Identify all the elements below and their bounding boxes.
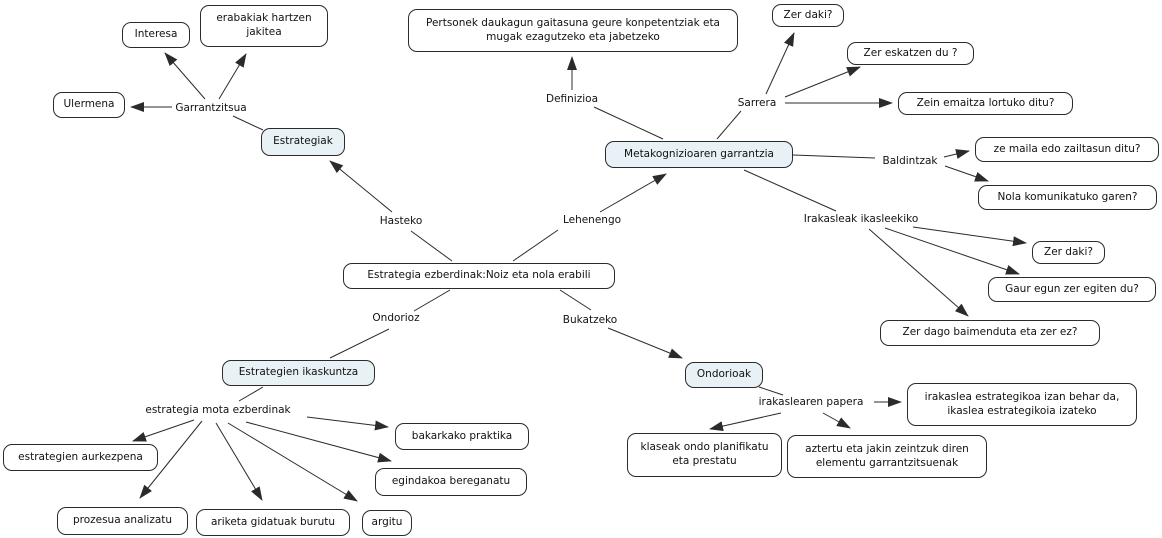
connector-arrow [227,422,358,502]
concept-node-label: aztertu eta jakin zeintzuk diren element… [805,442,969,469]
concept-node-ariketa-gidatuak[interactable]: ariketa gidatuak burutu [196,509,350,536]
concept-node-label: Estrategia ezberdinak:Noiz eta nola erab… [367,269,591,282]
concept-node-label: irakaslea estrategikoa izan behar da, ik… [924,390,1120,417]
connector-arrow [218,53,247,100]
concept-node-estrategiak[interactable]: Estrategiak [261,128,345,156]
concept-node-label: Gaur egun zer egiten du? [1005,282,1139,295]
concept-node-label: Zer eskatzen du ? [863,46,958,59]
concept-node-gaur-egun[interactable]: Gaur egun zer egiten du? [988,277,1156,302]
concept-node-label: prozesua analizatu [72,514,173,527]
concept-node-interesa[interactable]: Interesa [122,22,190,48]
connector-lines [130,32,1027,502]
concept-node-estrategia-ezberdinak[interactable]: Estrategia ezberdinak:Noiz eta nola erab… [343,263,615,289]
concept-node-metakognizioaren-garrantzia[interactable]: Metakognizioaren garrantzia [605,141,793,168]
linking-phrase-ondorioz[interactable]: Ondorioz [372,312,420,324]
connector-line [512,229,559,262]
linking-phrase-baldintzak[interactable]: Baldintzak [882,155,938,167]
concept-node-nola-komunikatuko[interactable]: Nola komunikatuko garen? [978,185,1157,210]
concept-node-label: Zein emaitza lortuko ditu? [916,96,1055,109]
linking-phrase-irakasleak-ikasleekiko[interactable]: Irakasleak ikasleekiko [803,213,919,225]
linking-phrase-irakaslearen-papera[interactable]: irakaslearen papera [758,396,864,408]
connector-line [232,115,264,131]
concept-node-irakaslea-estrategikoa[interactable]: irakaslea estrategikoa izan behar da, ik… [907,383,1137,426]
concept-node-label: Zer dago baimenduta eta zer ez? [902,326,1078,339]
connector-arrow [599,173,667,213]
concept-node-zer-daki-irakasleak[interactable]: Zer daki? [1032,241,1105,264]
concept-node-label: Estrategien ikaskuntza [238,366,359,379]
concept-node-label: ze maila edo zailtasun ditu? [993,142,1141,155]
connector-arrow [709,412,782,432]
concept-node-label: klaseak ondo planifikatu eta prestatu [640,441,769,467]
concept-node-estrategien-ikaskuntza[interactable]: Estrategien ikaskuntza [222,360,375,386]
connector-line [329,328,390,359]
concept-node-erabakiak-hartzen[interactable]: erabakiak hartzen jakitea [200,5,328,47]
concept-node-label: bakarkako praktika [411,429,513,442]
connector-line [413,289,451,312]
concept-node-estrategien-aurkezpena[interactable]: estrategien aurkezpena [3,444,158,471]
linking-phrase-definizioa[interactable]: Definizioa [545,93,599,105]
connector-arrow [943,149,970,159]
concept-node-egindakoa-bereganatu[interactable]: egindakoa bereganatu [375,468,527,496]
connector-arrow [215,422,263,501]
connector-arrow [884,227,1020,275]
concept-node-bakarkako-praktika[interactable]: bakarkako praktika [395,423,529,450]
connector-arrow [132,419,195,442]
concept-node-prozesua-analizatu[interactable]: prozesua analizatu [57,507,188,535]
concept-node-label: Nola komunikatuko garen? [997,190,1138,203]
connector-line [758,386,784,396]
concept-node-label: Zer daki? [783,8,833,21]
concept-node-ze-maila[interactable]: ze maila edo zailtasun ditu? [975,137,1159,162]
linking-phrase-hasteko[interactable]: Hasteko [379,215,423,227]
concept-node-label: erabakiak hartzen jakitea [216,12,312,38]
concept-node-label: Ondorioak [696,368,752,381]
concept-node-label: estrategien aurkezpena [18,450,143,463]
concept-node-aztertu-elementuak[interactable]: aztertu eta jakin zeintzuk diren element… [787,435,987,478]
connector-line [716,110,742,140]
concept-node-label: Ulermena [63,98,115,111]
concept-node-argitu[interactable]: argitu [362,510,412,536]
connector-arrow [306,416,389,431]
concept-node-pertsonek-gaitasuna[interactable]: Pertsonek daukagun gaitasuna geure konpe… [408,9,738,52]
connector-line [410,230,453,262]
connector-arrow [765,32,795,95]
connector-arrow [784,66,861,98]
linking-phrase-garrantzitsua[interactable]: Garrantzitsua [175,102,247,114]
linking-phrase-lehenengo[interactable]: Lehenengo [562,214,622,226]
concept-node-zer-eskatzen-du[interactable]: Zer eskatzen du ? [847,42,974,65]
linking-phrase-estrategia-mota[interactable]: estrategia mota ezberdinak [145,404,291,416]
concept-node-label: Estrategiak [273,135,333,148]
concept-node-klaseak-planifikatu[interactable]: klaseak ondo planifikatu eta prestatu [627,433,782,477]
connector-line [593,106,664,140]
concept-node-zer-daki-sarrera[interactable]: Zer daki? [772,4,844,27]
connector-arrow [944,165,989,182]
concept-node-label: argitu [371,516,403,529]
connector-arrow [868,228,969,317]
concept-node-ondorioak[interactable]: Ondorioak [685,362,763,388]
concept-node-label: Pertsonek daukagun gaitasuna geure konpe… [425,16,720,43]
linking-phrase-bukatzeko[interactable]: Bukatzeko [562,314,618,326]
connector-arrow [139,420,203,499]
connector-arrow [912,226,1027,247]
concept-node-zein-emaitza[interactable]: Zein emaitza lortuko ditu? [898,92,1073,115]
connector-line [559,289,592,311]
concept-node-label: Interesa [134,28,178,41]
connector-arrow [607,327,683,359]
connector-arrow [245,421,392,463]
concept-node-label: Zer daki? [1044,245,1093,258]
concept-node-ulermena[interactable]: Ulermena [53,92,125,118]
concept-node-label: egindakoa bereganatu [391,475,511,488]
concept-node-label: ariketa gidatuak burutu [210,515,336,528]
connector-arrow [329,160,393,213]
connector-line [743,169,837,212]
concept-node-label: Metakognizioaren garrantzia [624,147,774,160]
connector-arrow [822,412,851,429]
linking-phrase-sarrera[interactable]: Sarrera [737,97,777,109]
connector-line [792,154,876,159]
connector-line [238,386,264,402]
connector-arrow [164,52,206,100]
concept-node-zer-dago-baimenduta[interactable]: Zer dago baimenduta eta zer ez? [880,320,1100,346]
